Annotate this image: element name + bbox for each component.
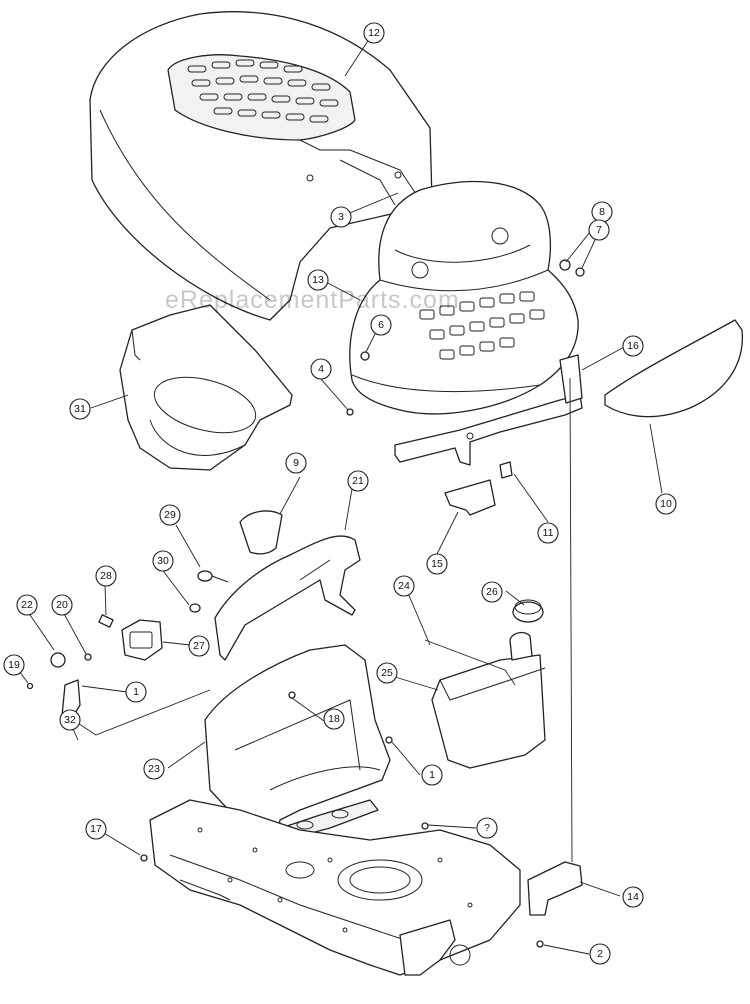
hood-part-12 [89, 11, 433, 321]
svg-text:7: 7 [596, 224, 602, 236]
svg-text:12: 12 [368, 27, 380, 39]
callout-4: 4 [310, 358, 332, 380]
svg-text:?: ? [484, 822, 490, 834]
callout-28: 28 [95, 565, 117, 587]
svg-text:14: 14 [627, 891, 639, 903]
bracket-part-16 [394, 354, 583, 466]
callout-7: 7 [588, 219, 610, 241]
callout-18: 18 [323, 708, 345, 730]
watermark: eReplacementParts.com [165, 286, 460, 314]
svg-text:26: 26 [486, 586, 498, 598]
callout-20: 20 [51, 594, 73, 616]
callout-27: 27 [188, 635, 210, 657]
svg-text:32: 32 [64, 714, 76, 726]
callout-21: 21 [347, 470, 369, 492]
callout-19: 19 [3, 654, 25, 676]
callout-question: ? [476, 817, 498, 839]
callout-11: 11 [537, 522, 559, 544]
svg-text:19: 19 [8, 659, 20, 671]
svg-text:17: 17 [90, 823, 102, 835]
latch-part-15 [444, 479, 496, 516]
callout-23: 23 [143, 758, 165, 780]
svg-text:15: 15 [431, 558, 443, 570]
svg-text:20: 20 [56, 599, 68, 611]
svg-text:13: 13 [312, 274, 324, 286]
callout-2: 2 [589, 943, 611, 965]
callout-22: 22 [16, 594, 38, 616]
callout-3: 3 [330, 206, 352, 228]
callout-6: 6 [370, 314, 392, 336]
svg-text:22: 22 [21, 599, 33, 611]
fuel-cap-part-26 [512, 599, 544, 623]
svg-text:30: 30 [157, 555, 169, 567]
bracket-part-14 [527, 861, 583, 916]
bumper-part-10 [604, 319, 744, 418]
svg-text:31: 31 [74, 403, 86, 415]
callout-15: 15 [426, 553, 448, 575]
svg-text:4: 4 [318, 363, 324, 375]
svg-text:11: 11 [543, 527, 554, 539]
svg-text:6: 6 [378, 319, 384, 331]
dash-panel-part-21 [214, 535, 361, 661]
callout-13: 13 [307, 269, 329, 291]
svg-text:2: 2 [597, 948, 603, 960]
callout-29: 29 [159, 504, 181, 526]
leader-lines [15, 35, 663, 955]
svg-text:18: 18 [328, 713, 340, 725]
svg-text:27: 27 [193, 640, 205, 652]
svg-text:21: 21 [352, 475, 364, 487]
callout-9: 9 [285, 452, 307, 474]
tray-part-31 [119, 304, 293, 471]
callout-30: 30 [152, 550, 174, 572]
knob-housing-part-9 [239, 510, 283, 555]
callout-10: 10 [655, 493, 677, 515]
callout-12: 12 [363, 22, 385, 44]
svg-text:16: 16 [627, 340, 639, 352]
fuel-tank-part-25 [431, 631, 546, 769]
callout-17: 17 [85, 818, 107, 840]
callout-8: 8 [591, 201, 613, 223]
callout-26: 26 [481, 581, 503, 603]
callout-25: 25 [376, 662, 398, 684]
callout-14: 14 [622, 886, 644, 908]
svg-text:28: 28 [100, 570, 112, 582]
svg-text:1: 1 [429, 769, 435, 781]
svg-text:8: 8 [599, 206, 605, 218]
callout-24: 24 [393, 575, 415, 597]
svg-text:1: 1 [133, 686, 139, 698]
svg-text:3: 3 [338, 211, 344, 223]
vent-tube-part-24 [424, 639, 516, 686]
svg-text:9: 9 [293, 457, 299, 469]
chassis-frame [149, 799, 521, 976]
switch-part-27 [121, 619, 163, 661]
svg-text:23: 23 [148, 763, 160, 775]
grille-part-13 [349, 181, 579, 415]
svg-text:25: 25 [381, 667, 393, 679]
hardware-parts [26, 259, 585, 948]
callout-16: 16 [622, 335, 644, 357]
callout-1: 1 [125, 681, 147, 703]
svg-text:24: 24 [398, 580, 410, 592]
svg-text:29: 29 [164, 509, 176, 521]
callout-1b: 1 [421, 764, 443, 786]
callout-31: 31 [69, 398, 91, 420]
svg-text:10: 10 [660, 498, 672, 510]
callout-32: 32 [59, 709, 81, 731]
